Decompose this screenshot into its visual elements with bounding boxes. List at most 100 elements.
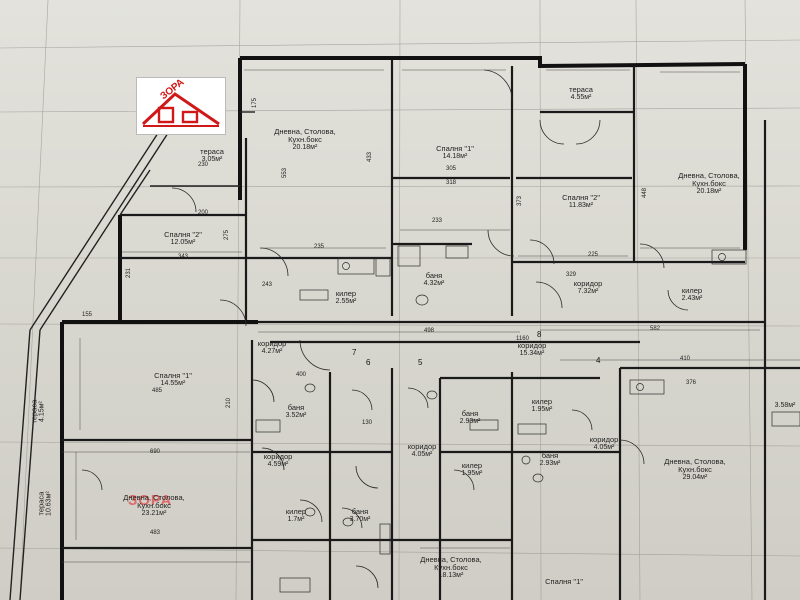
dimension-text: 231 — [126, 267, 133, 279]
room-area: 3.05м² — [201, 155, 223, 163]
room-area: 15.34м² — [519, 349, 545, 357]
room-area: 18.13м² — [438, 571, 464, 579]
room-name: тераса — [29, 399, 39, 424]
room-label: килер 2.43м² — [672, 287, 712, 302]
dimension-text: 373 — [517, 195, 524, 207]
room-label: Спалня "2" 12.05м² — [150, 231, 216, 246]
dimension-lines — [62, 69, 800, 563]
room-label: коридор 7.32м² — [566, 280, 610, 295]
outer-walls — [60, 56, 747, 600]
room-area: 1.95м² — [461, 469, 483, 477]
room-area: 14.18м² — [442, 152, 468, 160]
room-label: Дневна, Столова, Кухн.бокс 29.04м² — [662, 458, 728, 481]
logo-mark-icon — [141, 92, 220, 127]
room-area: 4.05м² — [411, 450, 433, 458]
room-name: килер — [335, 289, 357, 298]
dimension-text: 275 — [224, 229, 231, 241]
room-name: баня — [425, 271, 443, 280]
dimension-text: 230 — [198, 162, 209, 168]
room-name: Дневна, Столова, Кухн.бокс — [678, 171, 740, 188]
room-area: 10.63м² — [45, 491, 53, 516]
section-marker: 6 — [366, 358, 371, 367]
room-area: 4.55м² — [570, 93, 592, 101]
dimension-text: 233 — [432, 218, 443, 224]
room-label: баня 3.52м² — [276, 404, 316, 419]
room-area: 3.58м² — [774, 402, 796, 409]
room-area: 29.04м² — [682, 473, 708, 481]
room-label: килер 1.7м² — [276, 508, 316, 523]
room-label: Дневна, Столова, Кухн.бокс 18.13м² — [420, 556, 482, 579]
room-name: килер — [681, 286, 703, 295]
room-area: 7.32м² — [577, 287, 599, 295]
company-logo: ЗОРА — [136, 77, 226, 135]
room-label: коридор 4.59м² — [256, 453, 300, 468]
room-area: 23.21м² — [141, 509, 167, 517]
room-label: килер 2.55м² — [326, 290, 366, 305]
dimension-text: 1160 — [516, 336, 529, 342]
room-area: 20.18м² — [292, 143, 318, 151]
room-name: Спалня "2" — [562, 193, 600, 202]
dimension-text: 210 — [226, 397, 233, 409]
room-label: 3.58м² — [770, 402, 800, 409]
dimension-text: 485 — [152, 388, 163, 394]
room-name: килер — [285, 507, 307, 516]
room-label: Дневна, Столова, Кухн.бокс 20.18м² — [676, 172, 742, 195]
dimension-text: 343 — [178, 254, 189, 260]
dimension-text: 553 — [282, 167, 289, 179]
dimension-text: 498 — [424, 328, 435, 334]
dimension-text: 225 — [588, 252, 599, 258]
room-area: 2.43м² — [681, 294, 703, 302]
door-swings — [81, 69, 689, 589]
room-label: баня 2.93м² — [450, 410, 490, 425]
room-area: 3.70м² — [349, 515, 371, 523]
room-name: Спалня "1" — [154, 371, 192, 380]
room-name: коридор — [589, 435, 619, 444]
room-area: 4.05м² — [593, 443, 615, 451]
dimension-text: 410 — [680, 356, 691, 362]
room-area: 4.59м² — [267, 460, 289, 468]
dimension-text: 448 — [642, 187, 649, 199]
room-name: Дневна, Столова, Кухн.бокс — [420, 555, 482, 572]
room-label: Спалня "2" 11.83м² — [546, 194, 616, 209]
room-name: баня — [351, 507, 369, 516]
room-area: 1.95м² — [531, 405, 553, 413]
dimension-text: 376 — [686, 380, 697, 386]
room-name: Дневна, Столова, Кухн.бокс — [123, 493, 185, 510]
room-name: Дневна, Столова, Кухн.бокс — [274, 127, 336, 144]
section-marker: 5 — [418, 358, 423, 367]
dimension-text: 329 — [566, 272, 577, 278]
dimension-text: 130 — [362, 420, 373, 426]
dimension-text: 582 — [650, 326, 661, 332]
section-marker: 8 — [537, 330, 542, 339]
room-name: тераса — [569, 85, 593, 94]
room-area: 20.18м² — [696, 187, 722, 195]
room-area: 14.55м² — [160, 379, 186, 387]
room-label: коридор 15.34м² — [506, 342, 558, 357]
dimension-text: 305 — [446, 166, 457, 172]
room-name: Спалня "1" — [436, 144, 474, 153]
room-name: тераса — [200, 147, 224, 156]
watermark-text: ЗОРА — [128, 492, 173, 509]
room-label: Дневна, Столова, Кухн.бокс 23.21м² — [122, 494, 186, 517]
room-label: Дневна, Столова, Кухн.бокс 20.18м² — [270, 128, 340, 151]
room-name: коридор — [407, 442, 437, 451]
dimension-text: 200 — [198, 210, 209, 216]
room-name: коридор — [517, 341, 547, 350]
room-area: 3.52м² — [285, 411, 307, 419]
room-name: баня — [541, 451, 559, 460]
room-label: Спалня "1" 14.18м² — [420, 145, 490, 160]
room-name: тераса — [36, 491, 46, 516]
room-name: коридор — [573, 279, 603, 288]
room-name: коридор — [257, 339, 287, 348]
room-name: баня — [461, 409, 479, 418]
room-label: коридор 4.05м² — [582, 436, 626, 451]
dimension-text: 690 — [150, 449, 161, 455]
room-label: тераса 10.63м² — [36, 479, 53, 529]
room-label: баня 3.70м² — [340, 508, 380, 523]
room-area: 2.93м² — [459, 417, 481, 425]
room-name: килер — [461, 461, 483, 470]
room-label: тераса 3.05м² — [182, 148, 242, 163]
dimension-text: 243 — [262, 282, 273, 288]
